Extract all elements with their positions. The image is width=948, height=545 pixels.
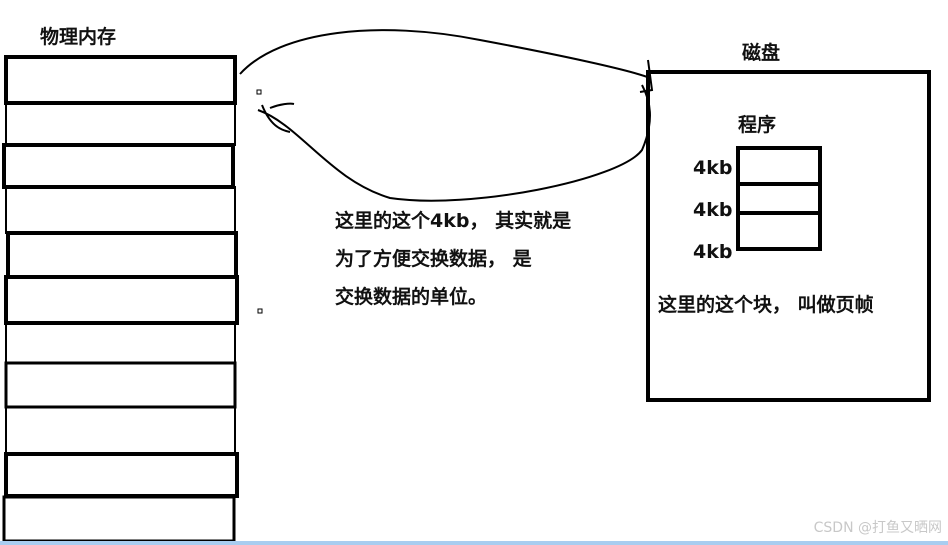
physical-memory-blocks — [2, 55, 239, 543]
memory-block — [5, 186, 236, 234]
block-size-label: 4kb — [693, 157, 733, 179]
memory-block — [4, 361, 237, 409]
block-size-label: 4kb — [693, 241, 733, 263]
dot — [256, 89, 262, 95]
block-size-label: 4kb — [693, 199, 733, 221]
bottom-strip — [0, 541, 948, 545]
memory-block — [5, 406, 236, 454]
program-block — [736, 182, 822, 215]
annotation-text: 这里的这个4kb， 其实就是 为了方便交换数据， 是 交换数据的单位。 — [335, 202, 571, 316]
disk-title: 磁盘 — [742, 42, 781, 64]
memory-block — [5, 102, 236, 146]
hand-drawn-link-curve — [239, 29, 651, 202]
annotation-line: 交换数据的单位。 — [335, 286, 488, 308]
disk-box — [646, 70, 931, 402]
memory-block — [4, 452, 239, 498]
memory-block — [2, 143, 235, 189]
program-block — [736, 211, 822, 251]
program-label: 程序 — [738, 114, 777, 136]
page-frame-caption: 这里的这个块， 叫做页帧 — [658, 294, 874, 316]
memory-title: 物理内存 — [40, 26, 117, 48]
memory-block — [4, 275, 239, 325]
watermark: CSDN @打鱼又晒网 — [813, 520, 942, 536]
memory-block — [2, 495, 236, 543]
memory-block — [4, 55, 237, 105]
annotation-line: 为了方便交换数据， 是 — [335, 248, 532, 270]
dot — [257, 308, 263, 314]
annotation-line: 这里的这个4kb， 其实就是 — [335, 210, 572, 232]
program-blocks — [736, 146, 822, 251]
program-block — [736, 146, 822, 186]
memory-block — [5, 322, 236, 364]
memory-block — [6, 231, 238, 279]
